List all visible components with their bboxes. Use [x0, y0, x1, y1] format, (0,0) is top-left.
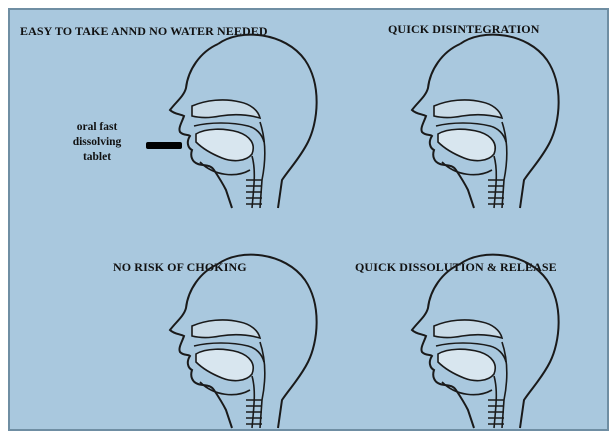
head-illustration-quick-disintegration [382, 30, 572, 220]
head-illustration-no-risk-of-choking [140, 250, 330, 440]
tablet-label-line-2: dissolving [56, 135, 138, 150]
tablet-label-line-3: tablet [56, 150, 138, 165]
tablet-label: oral fast dissolving tablet [56, 120, 138, 165]
head-illustration-easy-to-take [140, 30, 330, 220]
tablet-label-line-1: oral fast [56, 120, 138, 135]
head-illustration-quick-dissolution [382, 250, 572, 440]
